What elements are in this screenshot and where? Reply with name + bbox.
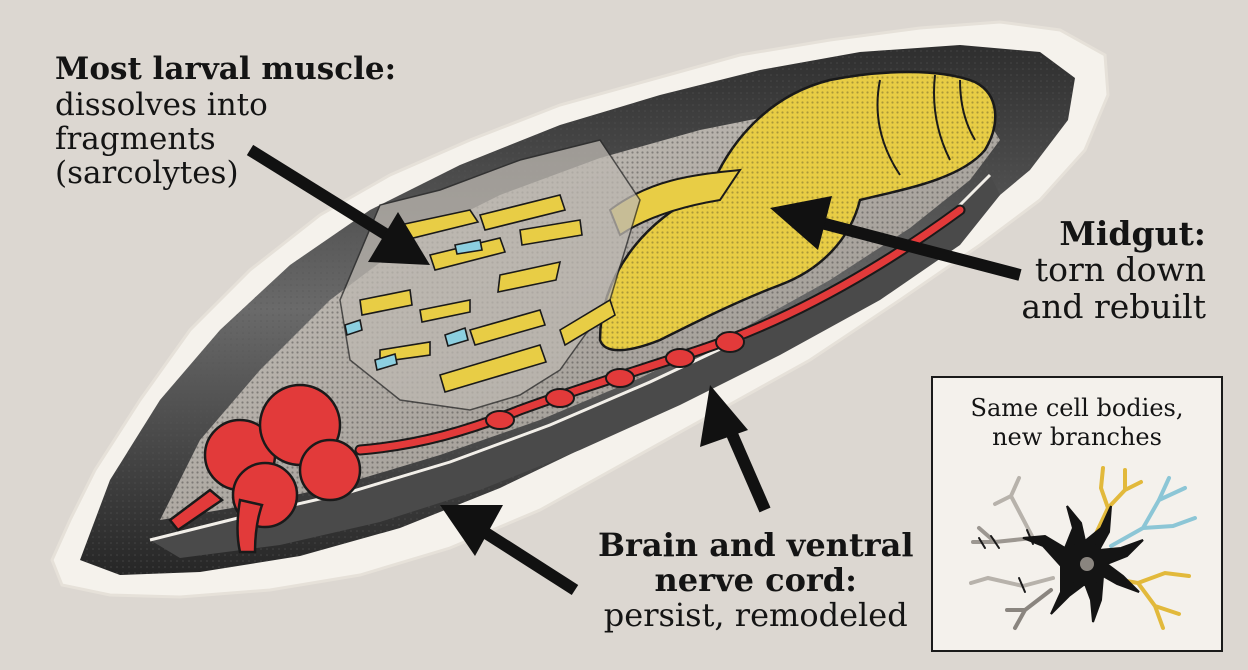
midgut-folds [876,74,976,176]
label-larval-muscle-heading: Most larval muscle: [55,51,397,87]
new-branches [1091,466,1197,630]
label-brain-heading-line: Brain and ventral [598,526,914,564]
label-larval-muscle: Most larval muscle: dissolves into fragm… [55,52,396,190]
label-larval-muscle-line: (sarcolytes) [55,155,239,192]
inset-title-line: new branches [992,422,1162,451]
label-brain-line: persist, remodeled [603,596,908,635]
label-brain-heading-line: nerve cord: [654,561,857,600]
neuron-cell-body [1022,505,1144,623]
label-larval-muscle-line: fragments [55,121,216,158]
neuron-inset-panel: Same cell bodies, new branches [931,376,1223,652]
label-midgut: Midgut: torn down and rebuilt [1021,214,1206,326]
foregut-tube [608,168,743,237]
arrow-brain [440,505,579,596]
neuron-diagram [969,466,1197,630]
label-midgut-line: torn down [1034,250,1206,290]
muscle-fragments [344,194,616,393]
arrow-midgut [770,196,1022,281]
inset-title: Same cell bodies, new branches [933,394,1221,452]
label-midgut-heading: Midgut: [1059,214,1206,253]
label-larval-muscle-line: dissolves into [55,87,268,124]
label-midgut-line: and rebuilt [1021,286,1206,326]
arrow-muscle [246,144,430,265]
inset-title-line: Same cell bodies, [970,394,1184,422]
arrow-nerve-cord [700,385,771,513]
brain-and-ventral-nerve-cord [168,204,966,554]
label-brain-nerve-cord: Brain and ventral nerve cord: persist, r… [598,526,914,635]
